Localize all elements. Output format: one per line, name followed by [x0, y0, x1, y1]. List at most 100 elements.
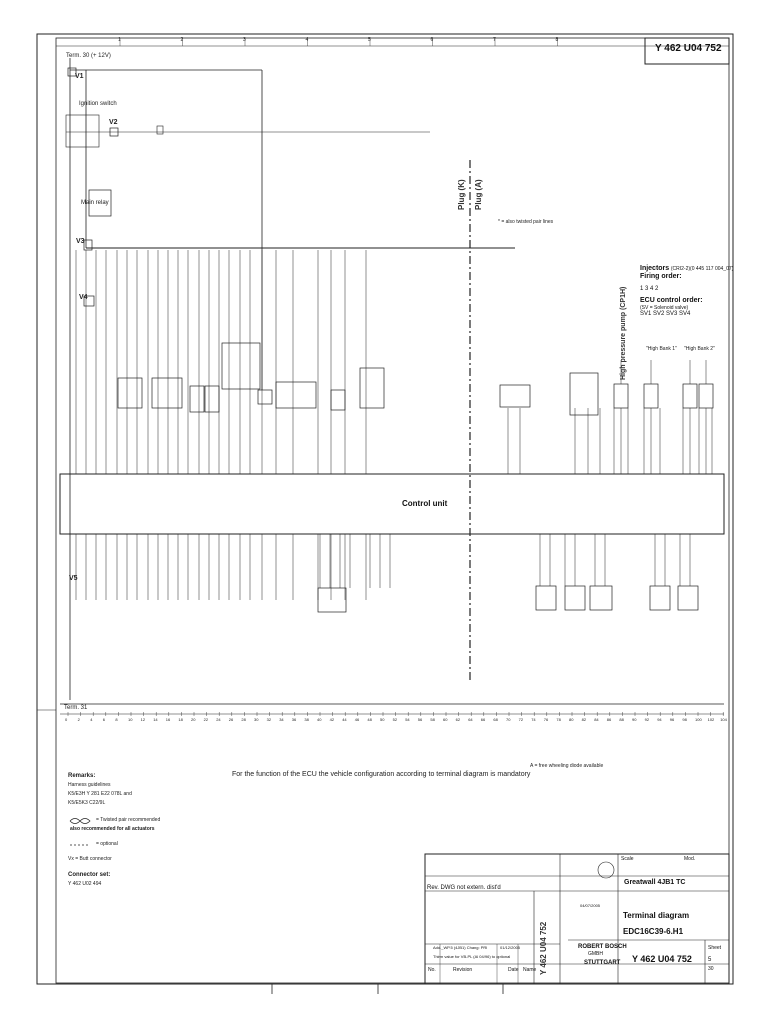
scale-label: 72: [518, 717, 524, 722]
twisted-pair-symbol: [69, 818, 91, 824]
lower-component-box: [317, 587, 347, 613]
scale-label: 74: [531, 717, 536, 722]
scale-label: 56: [417, 717, 423, 722]
company-name: ROBERT BOSCH: [578, 944, 627, 950]
scale-label: 24: [216, 717, 221, 722]
scale-label: 38: [304, 717, 309, 722]
scale-label: 68: [493, 717, 498, 722]
projection-symbol: [597, 861, 615, 879]
injector-info: Injectors (CRI2-2)(0 445 117 004_07) Fir…: [640, 265, 733, 319]
scale-label: 16: [165, 717, 171, 722]
scale-label: 44: [342, 717, 347, 722]
title-block: [424, 853, 730, 985]
solenoid-note: (SV = Solenoid valve): [640, 305, 689, 312]
scale-label: 102: [707, 717, 715, 722]
remarks-line-3: K5/E5K3 C22/9L: [68, 800, 106, 806]
drawing-title-2: EDC16C39-6.H1: [623, 927, 684, 936]
vertical-doc-number: Y 462 U04 752: [539, 921, 548, 975]
col-revision: Revision: [453, 967, 473, 973]
v2-connector: [109, 127, 119, 137]
optional-note: = optional: [96, 841, 118, 847]
main-relay-box: [88, 189, 112, 217]
ruler-label: 3: [243, 37, 246, 43]
relay-v5-label: V5: [69, 575, 78, 582]
injector-box: [682, 383, 698, 409]
lower-component-box: [535, 585, 557, 611]
document-number: Y 462 U04 752: [655, 43, 722, 54]
ruler-label: 1: [118, 37, 121, 43]
sensor-box: [275, 381, 317, 409]
company-gmbh: GMBH: [588, 951, 603, 957]
twisted-actuators-note: also recommended for all actuators: [70, 826, 155, 832]
draw-date: 04/07/2005: [580, 903, 601, 908]
lower-component-box: [649, 585, 671, 611]
drawing-title-1: Terminal diagram: [623, 911, 690, 920]
sheet-label: Sheet: [708, 945, 722, 951]
ignition-switch-label: Ignition switch: [79, 101, 117, 107]
scale-label: 4: [90, 717, 93, 722]
scale-label: 62: [455, 717, 461, 722]
lower-component-box: [589, 585, 613, 611]
scale-label: 58: [430, 717, 435, 722]
scale-label: 76: [543, 717, 549, 722]
sensor-box: [359, 367, 385, 409]
ruler-label: 7: [493, 37, 496, 43]
sensor-box: [499, 384, 531, 408]
relay-v4-label: V4: [79, 294, 88, 301]
lower-component-box: [564, 585, 586, 611]
ecu-control-order-label: ECU control order:: [640, 296, 703, 304]
col-no: No.: [428, 967, 436, 973]
scale-label: 26: [228, 717, 234, 722]
scale-label: 78: [556, 717, 561, 722]
v3-connector: [83, 239, 93, 251]
scale-label: 70: [506, 717, 511, 722]
scale-label: 98: [682, 717, 687, 722]
injector-box: [613, 383, 629, 409]
injector-box: [643, 383, 659, 409]
remarks-line-2: K5/E3H Y 281 E22 078L and: [68, 791, 132, 797]
customer-name: Greatwall 4JB1 TC: [624, 879, 686, 886]
scale-label: 96: [669, 717, 675, 722]
ruler-label: 4: [305, 37, 309, 43]
scale-label: 66: [480, 717, 486, 722]
relay-v1-label: V1: [75, 73, 84, 80]
firing-order-label: Firing order:: [640, 273, 682, 281]
scale-label: 80: [569, 717, 574, 722]
connector-set-title: Connector set:: [68, 872, 111, 878]
sensor-box: [189, 385, 205, 413]
scale-label: 88: [619, 717, 624, 722]
plug-a-label: Plug (A): [474, 179, 483, 210]
title-doc-number: Y 462 U04 752: [632, 954, 692, 964]
injectors-title: Injectors: [640, 265, 670, 272]
freewheel-note: A = free wheeling diode available: [530, 763, 604, 769]
scale-label: 94: [657, 717, 662, 722]
sensor-box: [117, 377, 143, 409]
scale-label: 18: [178, 717, 183, 722]
revision-entry: Add._WP.5 (4JB1) Chang: PRI: [433, 945, 488, 950]
scale-label: 22: [203, 717, 209, 722]
scale-label: 100: [695, 717, 702, 722]
scale-label: 46: [354, 717, 360, 722]
relay-v3-label: V3: [76, 238, 85, 245]
scale-label: 54: [405, 717, 410, 722]
scale-label: 42: [329, 717, 335, 722]
scale-label: 10: [128, 717, 133, 722]
lower-component-box: [677, 585, 699, 611]
scale-label: 92: [644, 717, 650, 722]
col-mod: Mod.: [684, 856, 696, 862]
scale-label: 32: [266, 717, 272, 722]
scale-label: 90: [632, 717, 637, 722]
injectors-part: (CRI2-2)(0 445 117 004_07): [670, 266, 734, 272]
twisted-note: * = also twisted pair lines: [498, 219, 554, 225]
ruler-label: 8: [555, 37, 559, 43]
doc-number-box: [644, 37, 730, 65]
revision-date: 01/12/2005: [500, 945, 521, 950]
twisted-pair-note: = Twisted pair recommended: [96, 817, 161, 823]
high-bank-2-label: "High Bank 2": [684, 346, 715, 352]
scale-label: 20: [191, 717, 196, 722]
remarks-line-1: Harness guidelines: [68, 782, 111, 788]
sensor-box: [151, 377, 183, 409]
remarks-title: Remarks:: [68, 773, 96, 779]
